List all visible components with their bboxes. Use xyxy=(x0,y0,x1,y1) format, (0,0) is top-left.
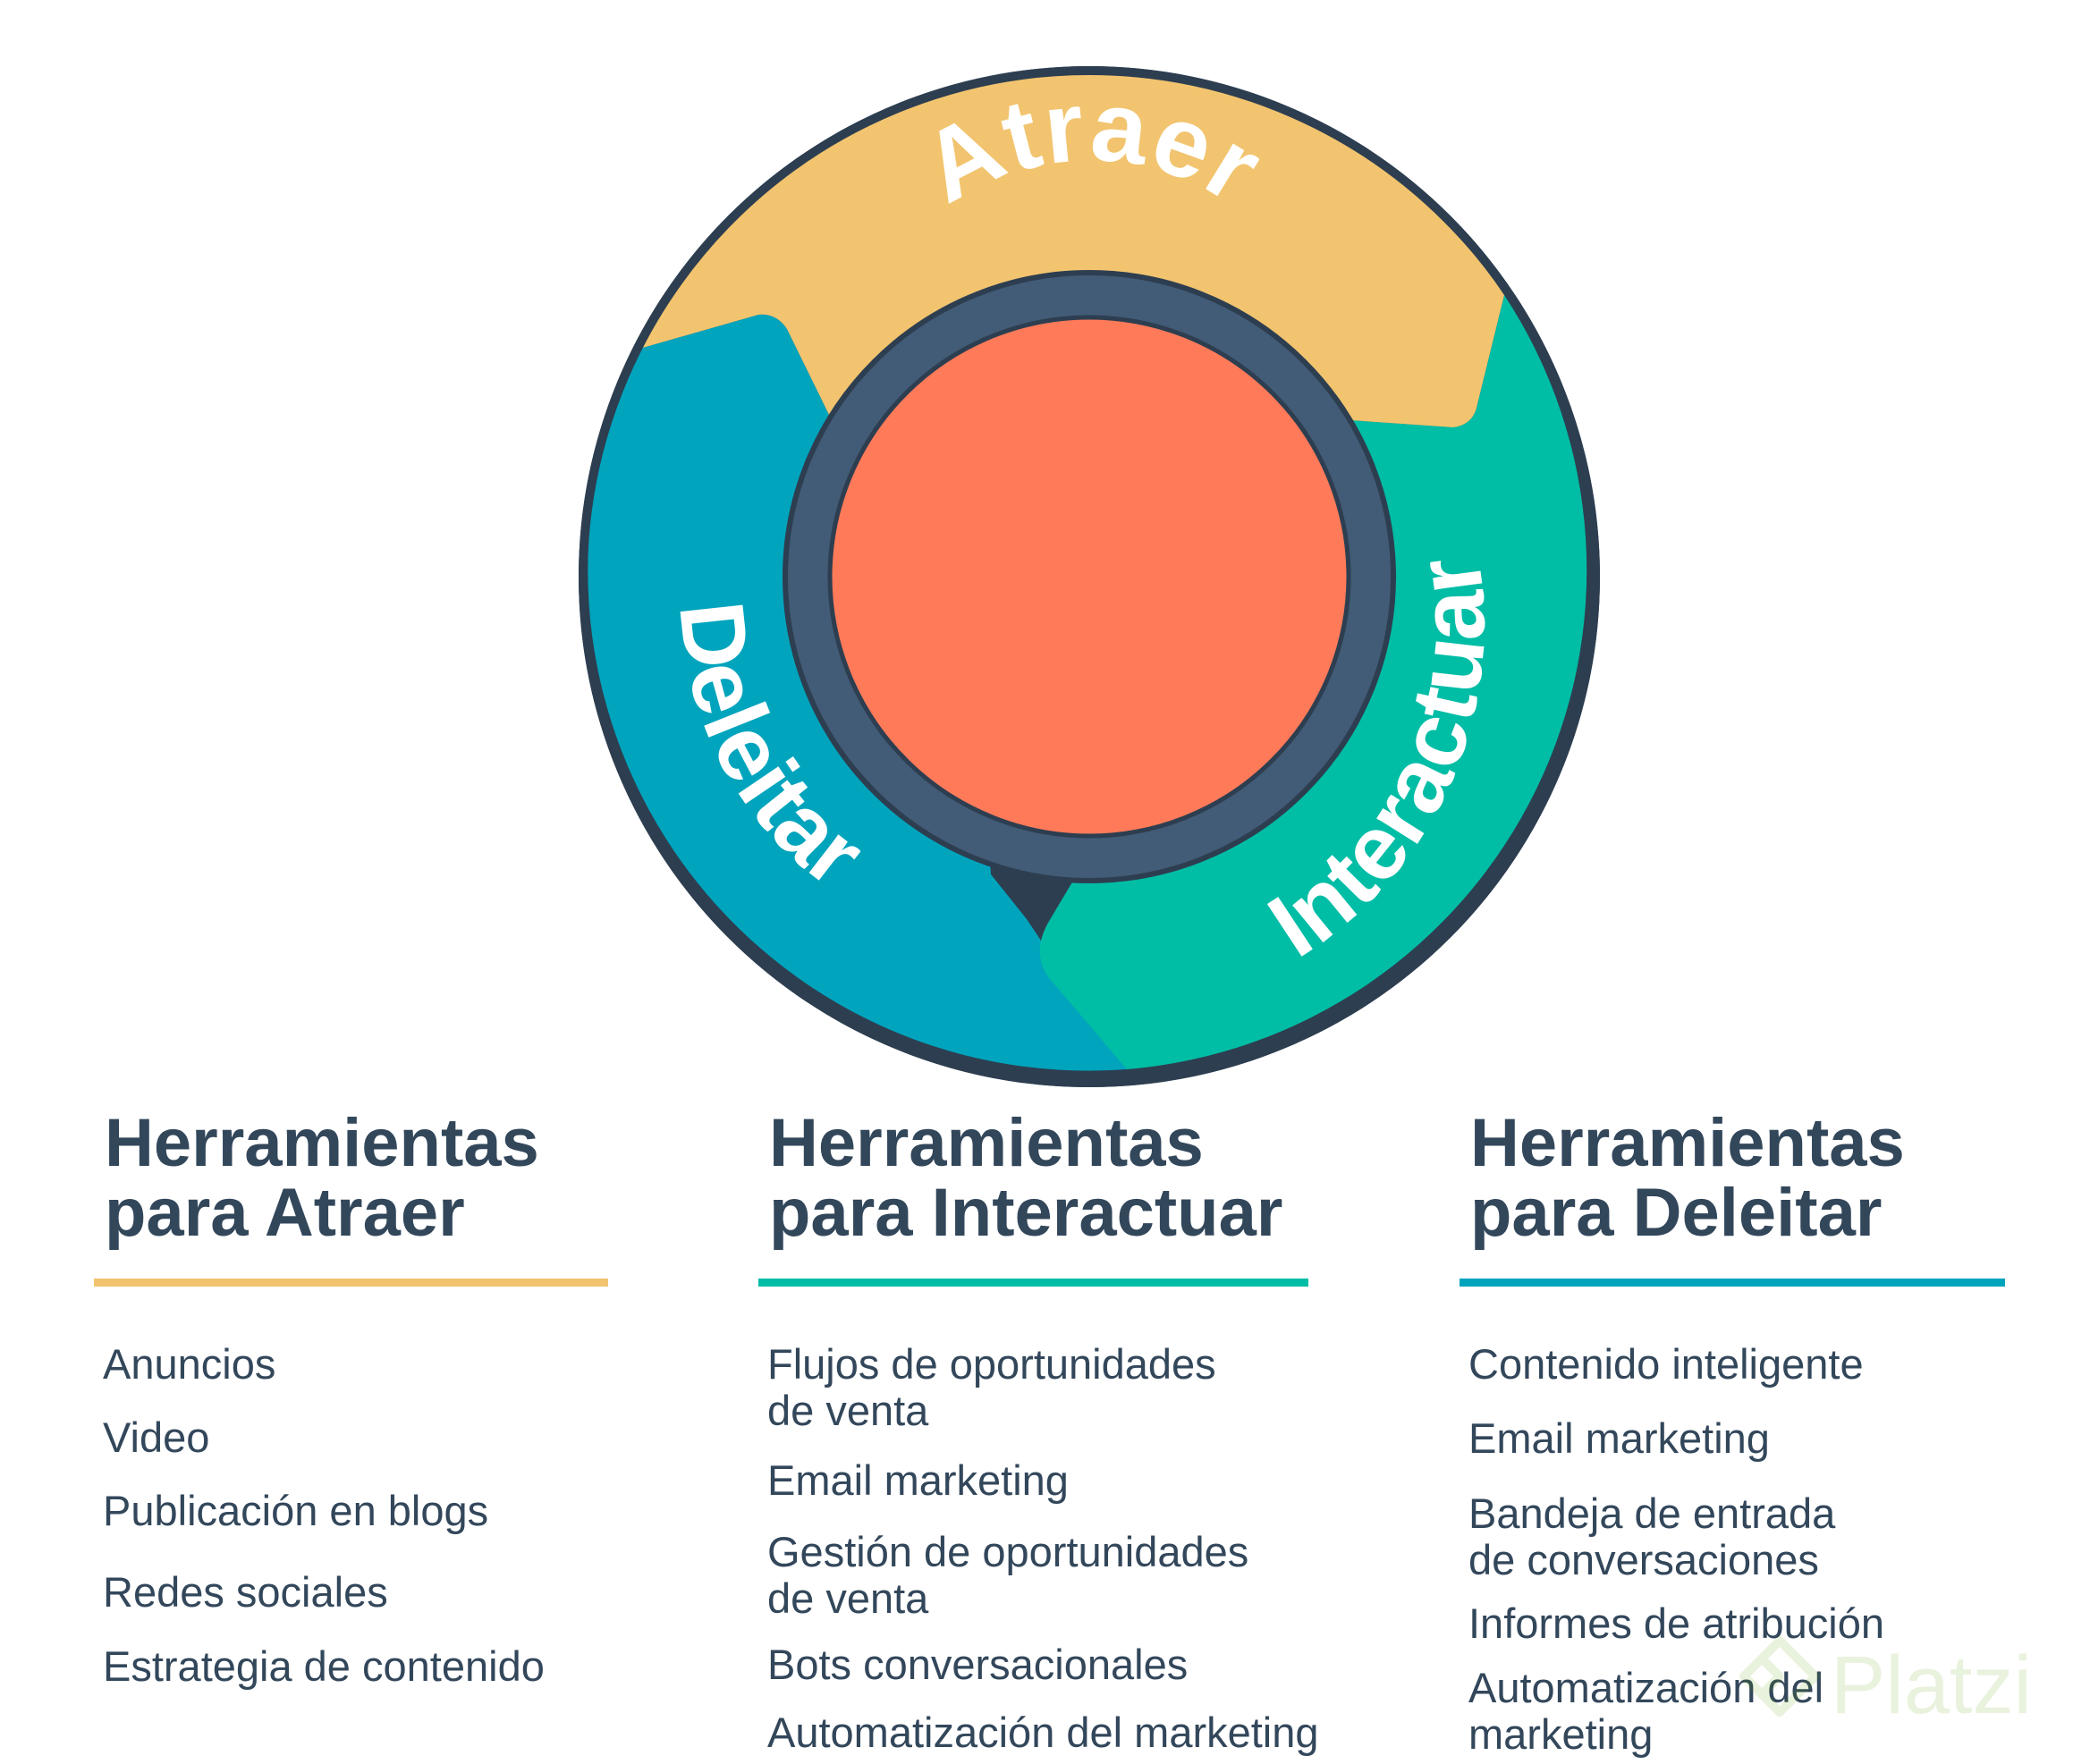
tool-item: Publicación en blogs xyxy=(103,1487,489,1534)
tool-item: Automatización del marketing xyxy=(767,1709,1319,1756)
column-title-line2: para Deleitar xyxy=(1470,1175,1883,1251)
tool-item: Anuncios xyxy=(103,1340,276,1388)
column-title-line2: para Atraer xyxy=(105,1175,465,1251)
tool-item: Email marketing xyxy=(767,1456,1069,1504)
tool-item: Informes de atribución xyxy=(1468,1599,1885,1647)
column-title: Herramientas para Deleitar xyxy=(1470,1109,1905,1248)
column-title: Herramientas para Interactuar xyxy=(769,1109,1282,1248)
flywheel-hub xyxy=(827,315,1351,839)
tool-item: Bots conversacionales xyxy=(767,1641,1189,1688)
column-title-line1: Herramientas xyxy=(769,1105,1204,1181)
segment-atraer xyxy=(639,72,1504,427)
column-title: Herramientas para Atraer xyxy=(105,1109,539,1248)
flywheel-diagram: Atraer Interactuar Deleitar xyxy=(579,66,1600,1087)
tool-item: Email marketing xyxy=(1468,1414,1770,1462)
column-divider xyxy=(94,1279,608,1287)
watermark-text: Platzi xyxy=(1831,1639,2032,1731)
platzi-watermark: Platzi xyxy=(1739,1636,2032,1734)
platzi-logo-icon xyxy=(1739,1636,1820,1717)
column-title-line2: para Interactuar xyxy=(769,1175,1283,1251)
column-title-line1: Herramientas xyxy=(105,1105,539,1181)
column-divider xyxy=(758,1279,1308,1287)
tool-item: Video xyxy=(103,1414,210,1461)
tool-item: Redes sociales xyxy=(103,1568,388,1616)
tool-item: Contenido inteligente xyxy=(1468,1340,1864,1388)
column-title-line1: Herramientas xyxy=(1470,1105,1905,1181)
column-divider xyxy=(1460,1279,2005,1287)
tool-item: Estrategia de contenido xyxy=(103,1642,545,1690)
